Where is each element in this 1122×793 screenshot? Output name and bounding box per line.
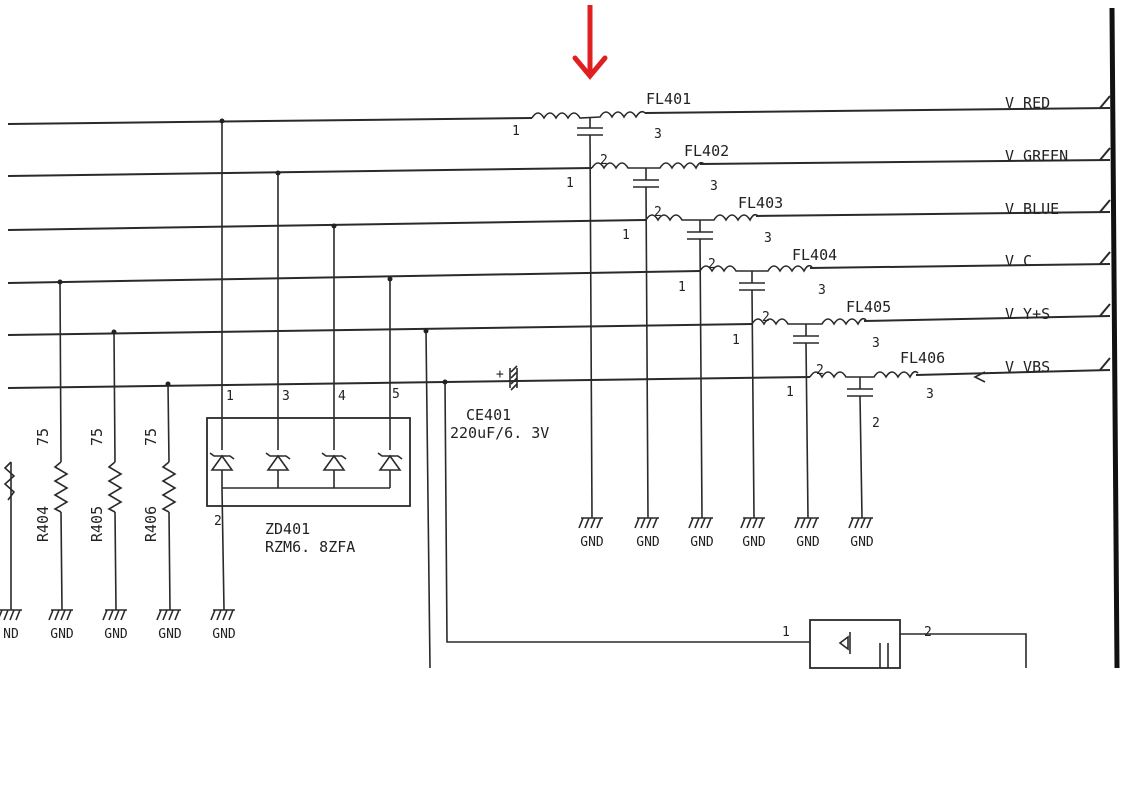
- fl404-pin-in: 1: [678, 280, 686, 295]
- capacitor-ce401: [509, 365, 518, 391]
- zener-pin-4: 4: [338, 389, 346, 404]
- rail-blue-in: [7, 219, 647, 231]
- rail-green-in: [7, 167, 593, 177]
- filter-ref-fl404: FL404: [792, 246, 837, 264]
- resistor-r404-value: 75: [34, 428, 52, 446]
- ground-label: GND: [742, 535, 766, 550]
- lower-device-pin-2: 2: [924, 625, 932, 640]
- signal-label-ys: V Y+S: [1005, 305, 1050, 323]
- resistor-r406: [161, 461, 177, 513]
- resistor-r405-ref: R405: [88, 506, 106, 542]
- fl406-pin-gnd: 2: [816, 363, 824, 378]
- filter-fl402: [591, 161, 705, 519]
- ground-label: GND: [104, 627, 128, 642]
- signal-label-green: V GREEN: [1005, 147, 1068, 165]
- rail-vbs-in: [7, 376, 811, 389]
- filter-ref-fl402: FL402: [684, 142, 729, 160]
- capacitor-polarity: +: [496, 367, 504, 382]
- zener-pin-1: 1: [226, 389, 234, 404]
- fl402-pin-out: 3: [710, 179, 718, 194]
- rail-ys-in: [7, 323, 753, 336]
- ground-symbol: GND: [102, 609, 128, 642]
- ground-label: GND: [690, 535, 714, 550]
- signal-label-vbs: V VBS: [1005, 358, 1050, 376]
- filter-fl403: [645, 213, 759, 519]
- lower-device: [809, 619, 1027, 669]
- ground-symbol: GND: [794, 517, 820, 550]
- resistor-r404-ref: R404: [34, 506, 52, 542]
- zener-pin-common: 2: [214, 514, 222, 529]
- resistor-r404: [53, 461, 69, 513]
- filter-fl404: [699, 264, 813, 519]
- red-arrow-marker: [572, 5, 608, 80]
- tap-wires: [10, 121, 810, 669]
- fl401-pin-out: 3: [654, 127, 662, 142]
- ground-symbol: GND: [688, 517, 714, 550]
- ground-label: GND: [212, 627, 236, 642]
- resistor-r406-value: 75: [142, 428, 160, 446]
- filter-ref-fl406: FL406: [900, 349, 945, 367]
- sheet-border: [1109, 7, 1120, 669]
- filter-fl401: [531, 110, 646, 519]
- input-rails: [7, 117, 811, 389]
- zener-ref: ZD401: [265, 520, 310, 538]
- zener-pin-5: 5: [392, 387, 400, 402]
- output-rails: [644, 95, 1111, 383]
- signal-label-c: V C: [1005, 252, 1032, 270]
- ground-label: GND: [50, 627, 74, 642]
- resistor-r405-value: 75: [88, 428, 106, 446]
- resistor-r405: [107, 461, 123, 513]
- signal-label-blue: V BLUE: [1005, 200, 1059, 218]
- signal-label-red: V RED: [1005, 94, 1050, 112]
- zener-array-zd401: [206, 417, 411, 611]
- rail-red-in: [7, 117, 533, 125]
- ground-symbol: GND: [634, 517, 660, 550]
- ground-symbols: GND GND GND GND GND GND ND GND GND GND GND: [0, 517, 874, 642]
- resistor-partial-left: [3, 461, 16, 501]
- filter-fl406: [809, 370, 919, 519]
- fl406-pin-in: 1: [786, 385, 794, 400]
- fl401-pin-in: 1: [512, 124, 520, 139]
- lower-device-pin-1: 1: [782, 625, 790, 640]
- fl404-pin-out: 3: [818, 283, 826, 298]
- fl405-pin-out: 3: [872, 336, 880, 351]
- fl403-pin-in: 1: [622, 228, 630, 243]
- zener-pin-3: 3: [282, 389, 290, 404]
- ground-symbol: ND: [0, 609, 22, 642]
- filter-ref-fl401: FL401: [646, 90, 691, 108]
- fl403-pin-out: 3: [764, 231, 772, 246]
- resistor-r406-ref: R406: [142, 506, 160, 542]
- ground-symbol: GND: [48, 609, 74, 642]
- capacitor-value: 220uF/6. 3V: [450, 424, 549, 442]
- fl402-pin-in: 1: [566, 176, 574, 191]
- ground-label: ND: [3, 627, 19, 642]
- fl403-pin-gnd: 2: [654, 205, 662, 220]
- ground-symbol: GND: [156, 609, 182, 642]
- fl406-pin-cap: 2: [872, 416, 880, 431]
- fl405-pin-in: 1: [732, 333, 740, 348]
- ground-label: GND: [636, 535, 660, 550]
- zener-part: RZM6. 8ZFA: [265, 538, 355, 556]
- ground-label: GND: [850, 535, 874, 550]
- rail-c-in: [7, 270, 701, 284]
- ground-label: GND: [158, 627, 182, 642]
- ground-label: GND: [580, 535, 604, 550]
- ground-symbol: GND: [578, 517, 604, 550]
- ground-symbol: GND: [848, 517, 874, 550]
- fl402-pin-gnd: 2: [600, 153, 608, 168]
- ground-symbol: GND: [740, 517, 766, 550]
- fl406-pin-out: 3: [926, 387, 934, 402]
- junction-dots: [57, 118, 448, 387]
- filter-ref-fl405: FL405: [846, 298, 891, 316]
- filter-ref-fl403: FL403: [738, 194, 783, 212]
- capacitor-ref: CE401: [466, 406, 511, 424]
- fl405-pin-gnd: 2: [762, 310, 770, 325]
- ground-symbol: GND: [210, 609, 236, 642]
- ground-label: GND: [796, 535, 820, 550]
- filter-fl405: [751, 317, 867, 519]
- fl404-pin-gnd: 2: [708, 257, 716, 272]
